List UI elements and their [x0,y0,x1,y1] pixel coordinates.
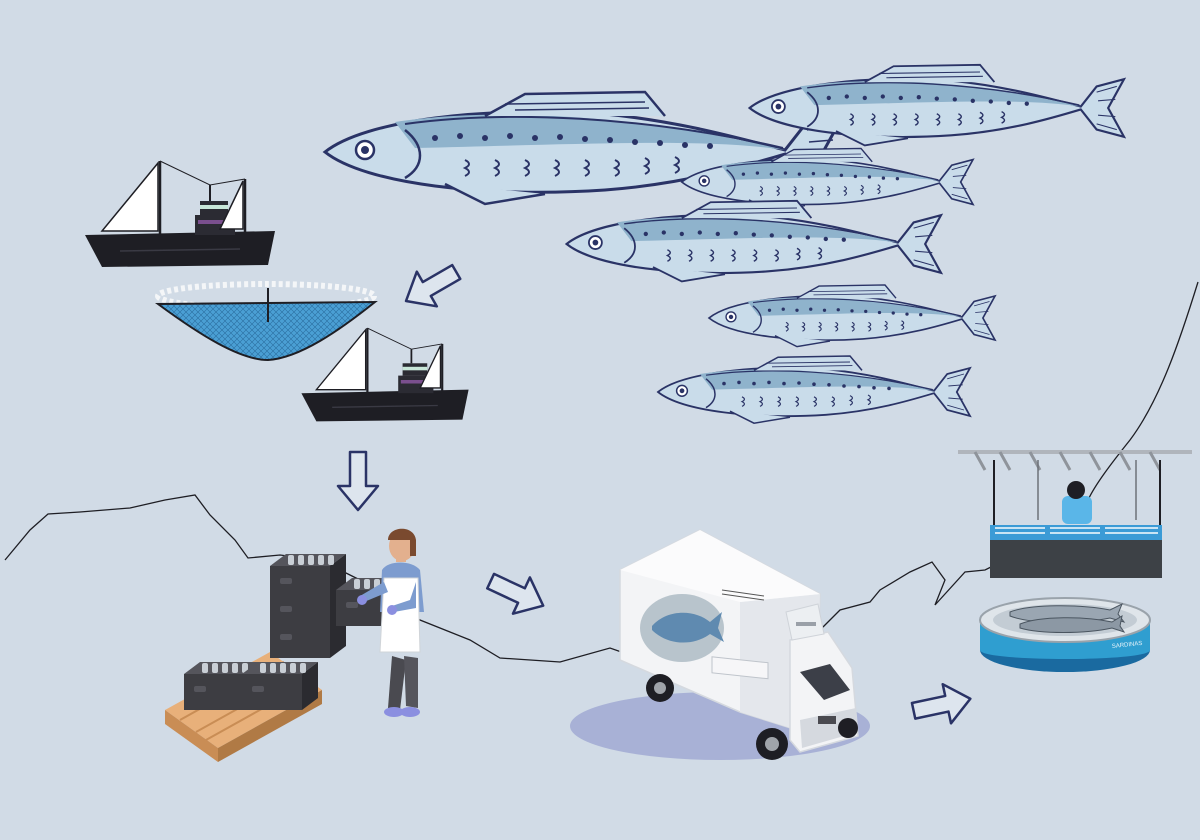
refrigerated-truck-icon [570,529,870,760]
fish-market-stall-icon [958,450,1192,578]
coastline-left [4,494,631,663]
fish-crate-icon [242,662,318,710]
coastline-right [819,561,996,631]
fish-crate-icon [270,554,346,602]
worker-icon [357,528,424,717]
can-label: SARDINAS [1112,641,1143,650]
sardine-can-icon: SARDINAS [979,597,1151,672]
market-wire [1087,281,1199,501]
purse-seine-net-icon [154,281,378,362]
fish-logo [652,612,724,643]
